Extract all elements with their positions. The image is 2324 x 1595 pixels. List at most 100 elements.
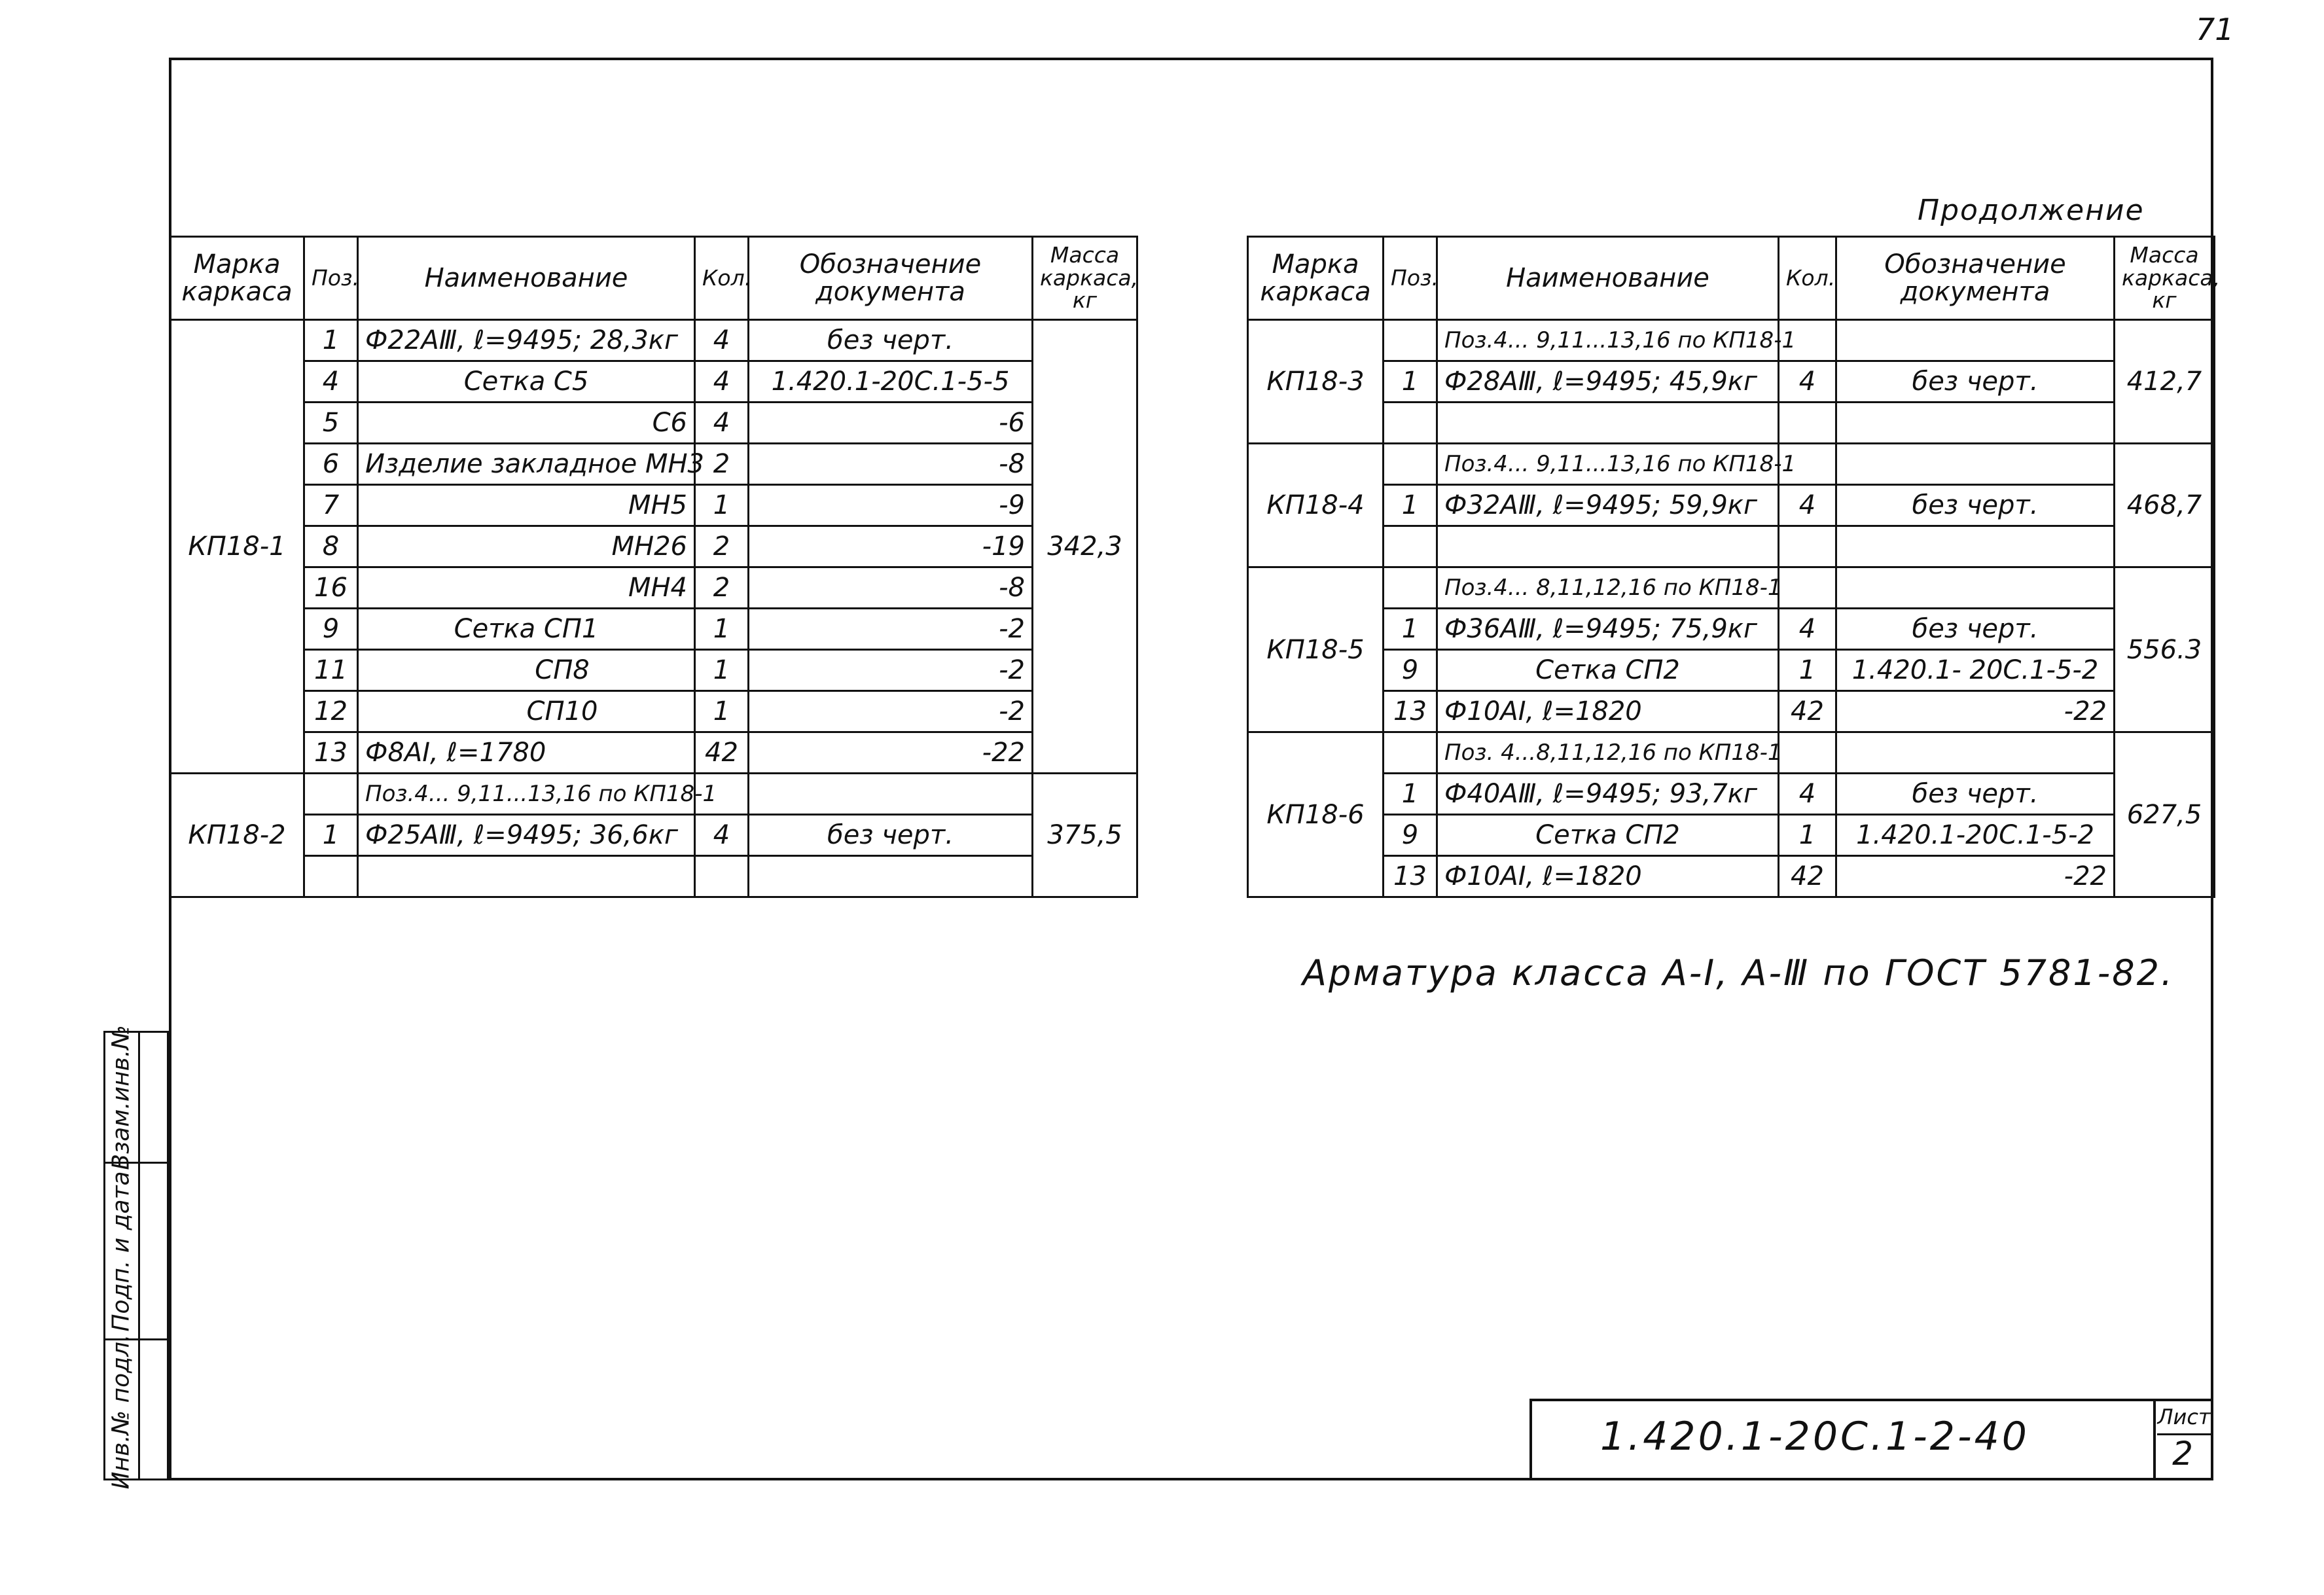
- document-number: 1.420.1-20С.1-2-40: [1600, 1414, 2029, 1460]
- table-row: КП18-3 Поз.4... 9,11...13,16 по КП18-1 4…: [1247, 319, 2215, 444]
- table-row: 1 Ф25АⅢ, ℓ=9495; 36,6кг 4 без черт.: [170, 814, 1137, 857]
- row-name: Ф32АⅢ, ℓ=9495; 59,9кг: [1436, 484, 1779, 527]
- stamp-replace-inv-label: Взам.инв.№: [107, 1024, 134, 1170]
- row-qty: 4: [1778, 360, 1837, 403]
- header-pos: Поз.: [1382, 236, 1439, 321]
- table-row: 9 Сетка СП2 1 1.420.1- 20С.1-5-2: [1248, 649, 2215, 692]
- row-name: Ф10АⅠ, ℓ=1820: [1436, 690, 1779, 733]
- row-doc: 1.420.1- 20С.1-5-2: [1835, 649, 2115, 692]
- row-pos: 1: [1382, 484, 1438, 527]
- row-name: [1436, 525, 1779, 568]
- table-row: 1 Ф36АⅢ, ℓ=9495; 75,9кг 4 без черт.: [1248, 607, 2215, 651]
- row-doc: -22: [1835, 690, 2115, 733]
- row-qty: [1778, 401, 1837, 444]
- row-qty: [694, 772, 749, 815]
- row-qty: [1778, 442, 1837, 486]
- header-mark: Марка каркаса: [169, 236, 305, 321]
- row-qty: 2: [694, 566, 749, 609]
- row-qty: 4: [694, 360, 749, 403]
- table-row: 5 С6 4 -6: [170, 401, 1137, 444]
- continuation-label: Продолжение: [1918, 194, 2145, 227]
- header-name: Наименование: [357, 236, 696, 321]
- row-qty: [1778, 525, 1837, 568]
- row-name: Ф22АⅢ, ℓ=9495; 28,3кг: [357, 319, 696, 362]
- row-pos: 1: [1382, 607, 1438, 651]
- row-doc: -2: [747, 649, 1033, 692]
- row-pos: 9: [1382, 814, 1438, 857]
- row-pos: 11: [303, 649, 359, 692]
- row-pos: 8: [303, 525, 359, 568]
- row-pos: 9: [1382, 649, 1438, 692]
- row-pos: 12: [303, 690, 359, 733]
- row-qty: 42: [694, 731, 749, 774]
- row-qty: 4: [694, 319, 749, 362]
- row-name: Поз.4... 8,11,12,16 по КП18-1: [1436, 566, 1781, 609]
- row-qty: 4: [694, 814, 749, 857]
- row-name: [1436, 401, 1779, 444]
- approval-stamp: Взам.инв.№ Подп. и дата Инв.№ подл.: [103, 1025, 169, 1489]
- row-pos: [303, 772, 359, 815]
- table-row: 16 МН4 2 -8: [170, 566, 1137, 609]
- row-qty: 1: [694, 690, 749, 733]
- reinforcement-note: Арматура класса А-Ⅰ, А-Ⅲ по ГОСТ 5781-82…: [1302, 952, 2175, 994]
- row-name: Ф25АⅢ, ℓ=9495; 36,6кг: [357, 814, 696, 857]
- stamp-inv-orig-label: Инв.№ подл.: [107, 1334, 134, 1489]
- header-doc: Обозначение документа: [1835, 236, 2115, 321]
- header-qty: Кол.: [1778, 236, 1837, 321]
- row-name: СП8: [357, 649, 696, 692]
- row-doc: -8: [747, 566, 1033, 609]
- row-qty: 4: [1778, 607, 1837, 651]
- table-row: 8 МН26 2 -19: [170, 525, 1137, 568]
- row-name: [357, 855, 696, 898]
- row-pos: 5: [303, 401, 359, 444]
- frame-mass: 627,5: [2113, 731, 2215, 898]
- frame-mass: 342,3: [1031, 319, 1138, 774]
- row-pos: 6: [303, 442, 359, 486]
- table-row: 11 СП8 1 -2: [170, 649, 1137, 692]
- row-doc: без черт.: [1835, 772, 2115, 815]
- row-pos: 13: [1382, 855, 1438, 898]
- table-row: КП18-1 1 Ф22АⅢ, ℓ=9495; 28,3кг 4 без чер…: [169, 319, 1138, 774]
- row-qty: 1: [694, 607, 749, 651]
- table-row: КП18-4 Поз.4... 9,11...13,16 по КП18-1 4…: [1247, 442, 2215, 568]
- row-pos: 13: [303, 731, 359, 774]
- row-qty: 42: [1778, 690, 1837, 733]
- table-row: 13 Ф10АⅠ, ℓ=1820 42 -22: [1248, 690, 2215, 733]
- stamp-sign-date-label: Подп. и дата: [107, 1170, 134, 1332]
- row-doc: [1835, 442, 2115, 486]
- table-row: 1 Ф28АⅢ, ℓ=9495; 45,9кг 4 без черт.: [1248, 360, 2215, 403]
- row-qty: 1: [1778, 814, 1837, 857]
- left-header-row: Марка каркаса Поз. Наименование Кол. Обо…: [169, 236, 1138, 321]
- row-pos: 1: [1382, 360, 1438, 403]
- row-pos: [1382, 319, 1438, 362]
- row-qty: [1778, 566, 1837, 609]
- row-qty: 2: [694, 442, 749, 486]
- row-pos: 4: [303, 360, 359, 403]
- row-qty: 4: [1778, 772, 1837, 815]
- row-doc: -19: [747, 525, 1033, 568]
- row-pos: [1382, 442, 1438, 486]
- row-doc: -2: [747, 690, 1033, 733]
- header-mass: Масса каркаса, кг: [2113, 236, 2220, 321]
- row-doc: [1835, 525, 2115, 568]
- row-qty: 2: [694, 525, 749, 568]
- row-name: МН4: [357, 566, 696, 609]
- row-pos: 1: [1382, 772, 1438, 815]
- row-doc: без черт.: [1835, 607, 2115, 651]
- frame-mark: КП18-3: [1247, 319, 1384, 444]
- row-pos: [1382, 401, 1438, 444]
- row-name: Поз. 4...8,11,12,16 по КП18-1: [1436, 731, 1781, 774]
- table-row: [1248, 401, 2215, 444]
- table-row: 1 Ф40АⅢ, ℓ=9495; 93,7кг 4 без черт.: [1248, 772, 2215, 815]
- stamp-inv-orig: Инв.№ подл.: [105, 1334, 167, 1489]
- frame-mass: 556.3: [2113, 566, 2215, 733]
- row-qty: [1778, 731, 1837, 774]
- frame-mark: КП18-5: [1247, 566, 1384, 733]
- row-name: Изделие закладное МН3: [357, 442, 704, 486]
- row-name: Поз.4... 9,11...13,16 по КП18-1: [1436, 442, 1796, 486]
- title-block: [1529, 1399, 2213, 1480]
- row-qty: [1778, 319, 1837, 362]
- row-doc: -22: [747, 731, 1033, 774]
- row-pos: 1: [303, 814, 359, 857]
- row-pos: 7: [303, 484, 359, 527]
